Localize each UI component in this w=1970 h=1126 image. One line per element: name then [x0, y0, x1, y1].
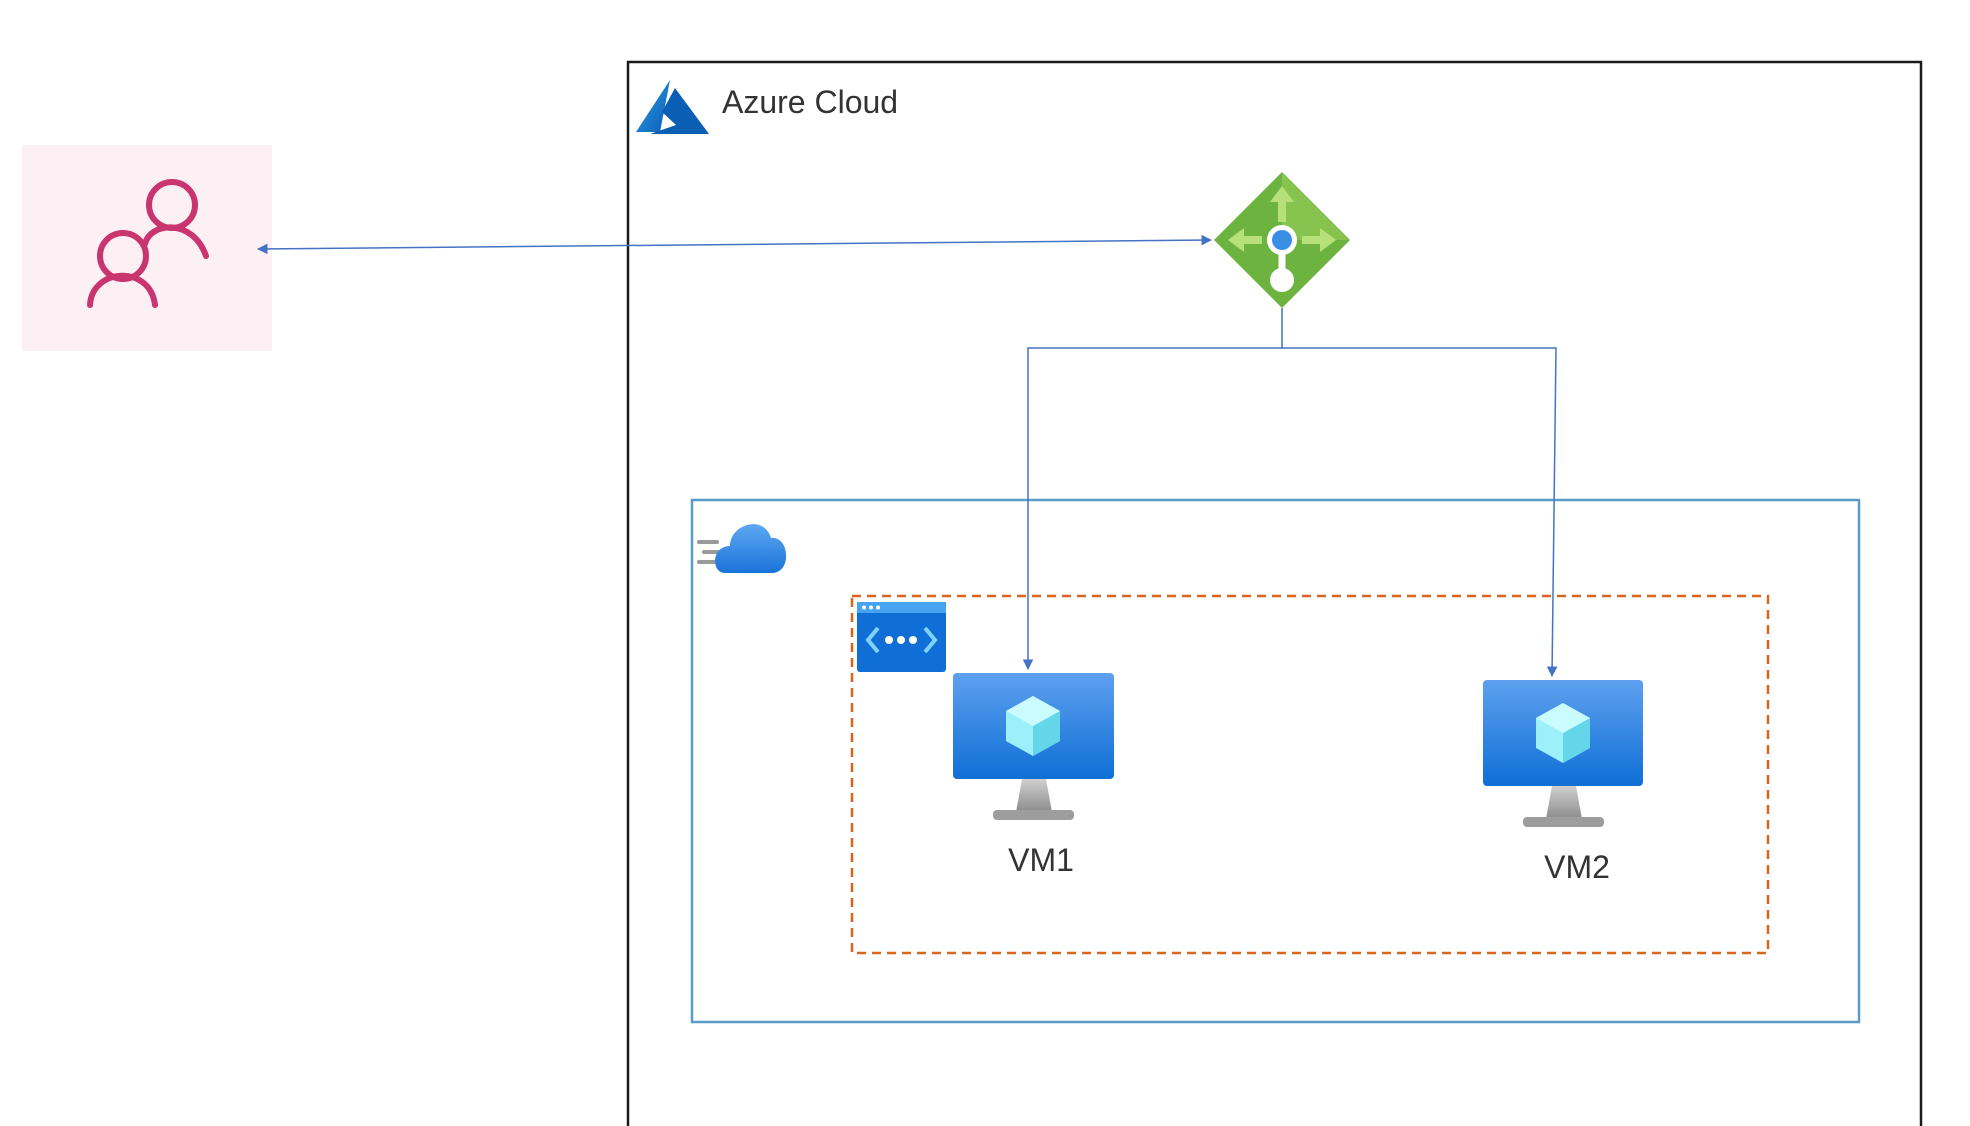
load-balancer-to-vm1-connector: [1022, 308, 1283, 671]
subnet-boundary: [850, 594, 1770, 955]
vm2-label: VM2: [1544, 849, 1610, 885]
load-balancer-node[interactable]: [1214, 172, 1350, 308]
vm2-node[interactable]: VM2: [1483, 680, 1643, 885]
vm1-label: VM1: [1008, 842, 1074, 878]
load-balancer-to-vm2-connector: [1282, 347, 1558, 678]
users-node[interactable]: [22, 145, 272, 351]
vm1-node[interactable]: VM1: [953, 673, 1114, 878]
azure-cloud-title: Azure Cloud: [722, 84, 898, 120]
azure-logo-icon: [636, 80, 709, 134]
azure-cloud-boundary: [626, 60, 1923, 1126]
virtual-network-boundary: [690, 498, 1861, 1024]
users-to-load-balancer-connector: [256, 234, 1213, 255]
virtual-machine-icon: [953, 673, 1114, 820]
virtual-machine-icon: [1483, 680, 1643, 827]
virtual-network-cloud-icon: [697, 524, 787, 573]
load-balancer-icon: [1214, 172, 1350, 308]
users-icon: [87, 179, 209, 308]
subnet-icon: [857, 602, 946, 672]
